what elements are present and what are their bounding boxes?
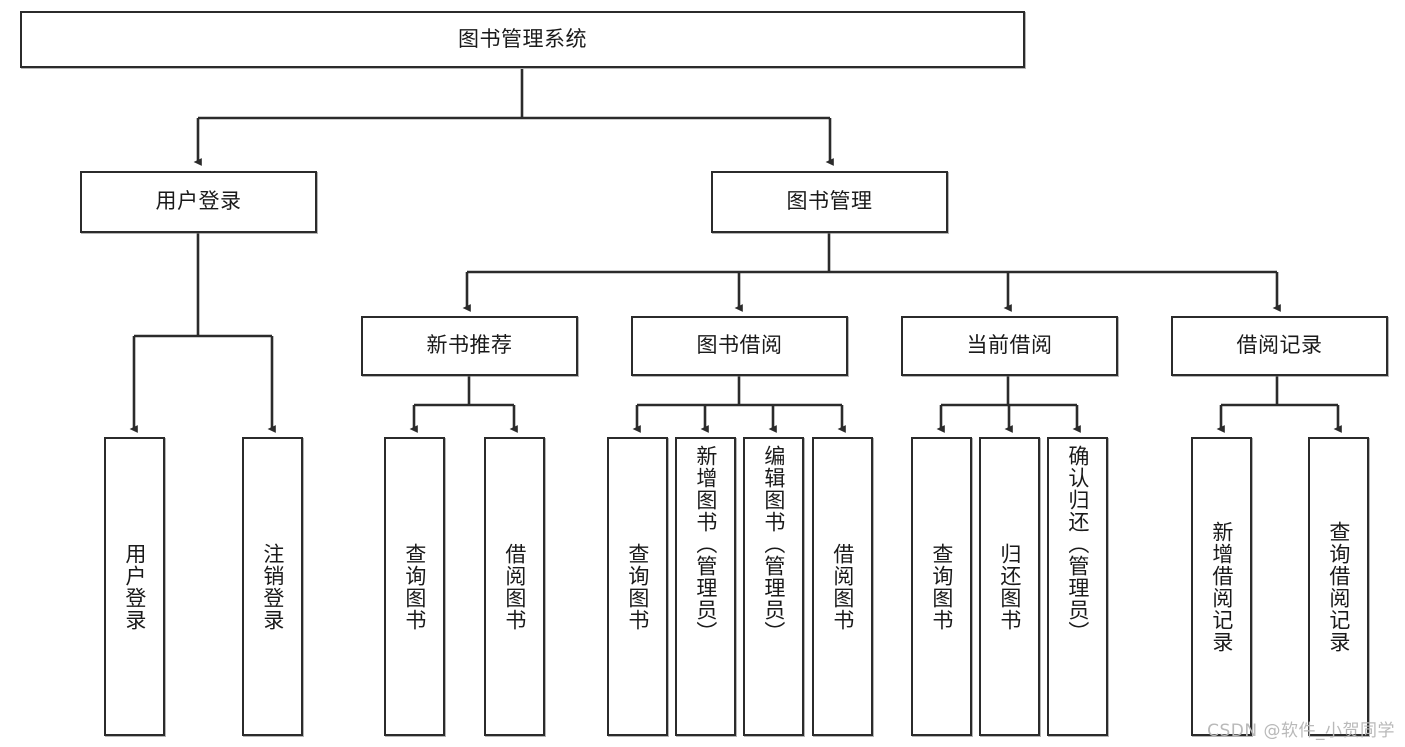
- node-label: 编辑图书（管理员）: [761, 445, 786, 643]
- leaf-user-login-login[interactable]: 用户登录: [104, 437, 165, 736]
- node-label: 新增图书（管理员）: [693, 445, 718, 643]
- node-root-system[interactable]: 图书管理系统: [20, 11, 1025, 68]
- node-label: 新书推荐: [426, 333, 513, 358]
- node-label: 图书管理系统: [458, 26, 587, 51]
- node-borrow-record[interactable]: 借阅记录: [1171, 316, 1388, 376]
- node-label: 查询借阅记录: [1326, 520, 1351, 653]
- leaf-current-borrow-return[interactable]: 归还图书: [979, 437, 1040, 736]
- node-label: 当前借阅: [966, 333, 1053, 358]
- leaf-new-book-query[interactable]: 查询图书: [384, 437, 445, 736]
- node-book-borrow[interactable]: 图书借阅: [631, 316, 848, 376]
- node-label: 借阅图书: [830, 542, 855, 631]
- leaf-book-borrow-query[interactable]: 查询图书: [607, 437, 668, 736]
- node-label: 查询图书: [929, 542, 954, 631]
- node-label: 借阅记录: [1236, 333, 1323, 358]
- leaf-user-login-logout[interactable]: 注销登录: [242, 437, 303, 736]
- leaf-book-borrow-edit[interactable]: 编辑图书（管理员）: [743, 437, 804, 736]
- node-label: 用户登录: [122, 542, 147, 631]
- leaf-borrow-record-query[interactable]: 查询借阅记录: [1308, 437, 1369, 736]
- node-label: 用户登录: [155, 189, 242, 214]
- leaf-book-borrow-borrow[interactable]: 借阅图书: [812, 437, 873, 736]
- node-book-management[interactable]: 图书管理: [711, 171, 948, 233]
- node-label: 注销登录: [260, 542, 285, 631]
- watermark-text: CSDN @软件_小贺同学: [1207, 721, 1395, 741]
- node-label: 图书管理: [786, 189, 873, 214]
- leaf-new-book-borrow[interactable]: 借阅图书: [484, 437, 545, 736]
- node-label: 借阅图书: [502, 542, 527, 631]
- node-label: 新增借阅记录: [1209, 520, 1234, 653]
- leaf-book-borrow-add[interactable]: 新增图书（管理员）: [675, 437, 736, 736]
- node-new-book-recommend[interactable]: 新书推荐: [361, 316, 578, 376]
- node-label: 查询图书: [402, 542, 427, 631]
- node-label: 图书借阅: [696, 333, 783, 358]
- node-current-borrow[interactable]: 当前借阅: [901, 316, 1118, 376]
- node-label: 查询图书: [625, 542, 650, 631]
- leaf-borrow-record-add[interactable]: 新增借阅记录: [1191, 437, 1252, 736]
- leaf-current-borrow-confirm-return[interactable]: 确认归还（管理员）: [1047, 437, 1108, 736]
- node-user-login[interactable]: 用户登录: [80, 171, 317, 233]
- node-label: 归还图书: [997, 542, 1022, 631]
- node-label: 确认归还（管理员）: [1065, 445, 1090, 643]
- leaf-current-borrow-query[interactable]: 查询图书: [911, 437, 972, 736]
